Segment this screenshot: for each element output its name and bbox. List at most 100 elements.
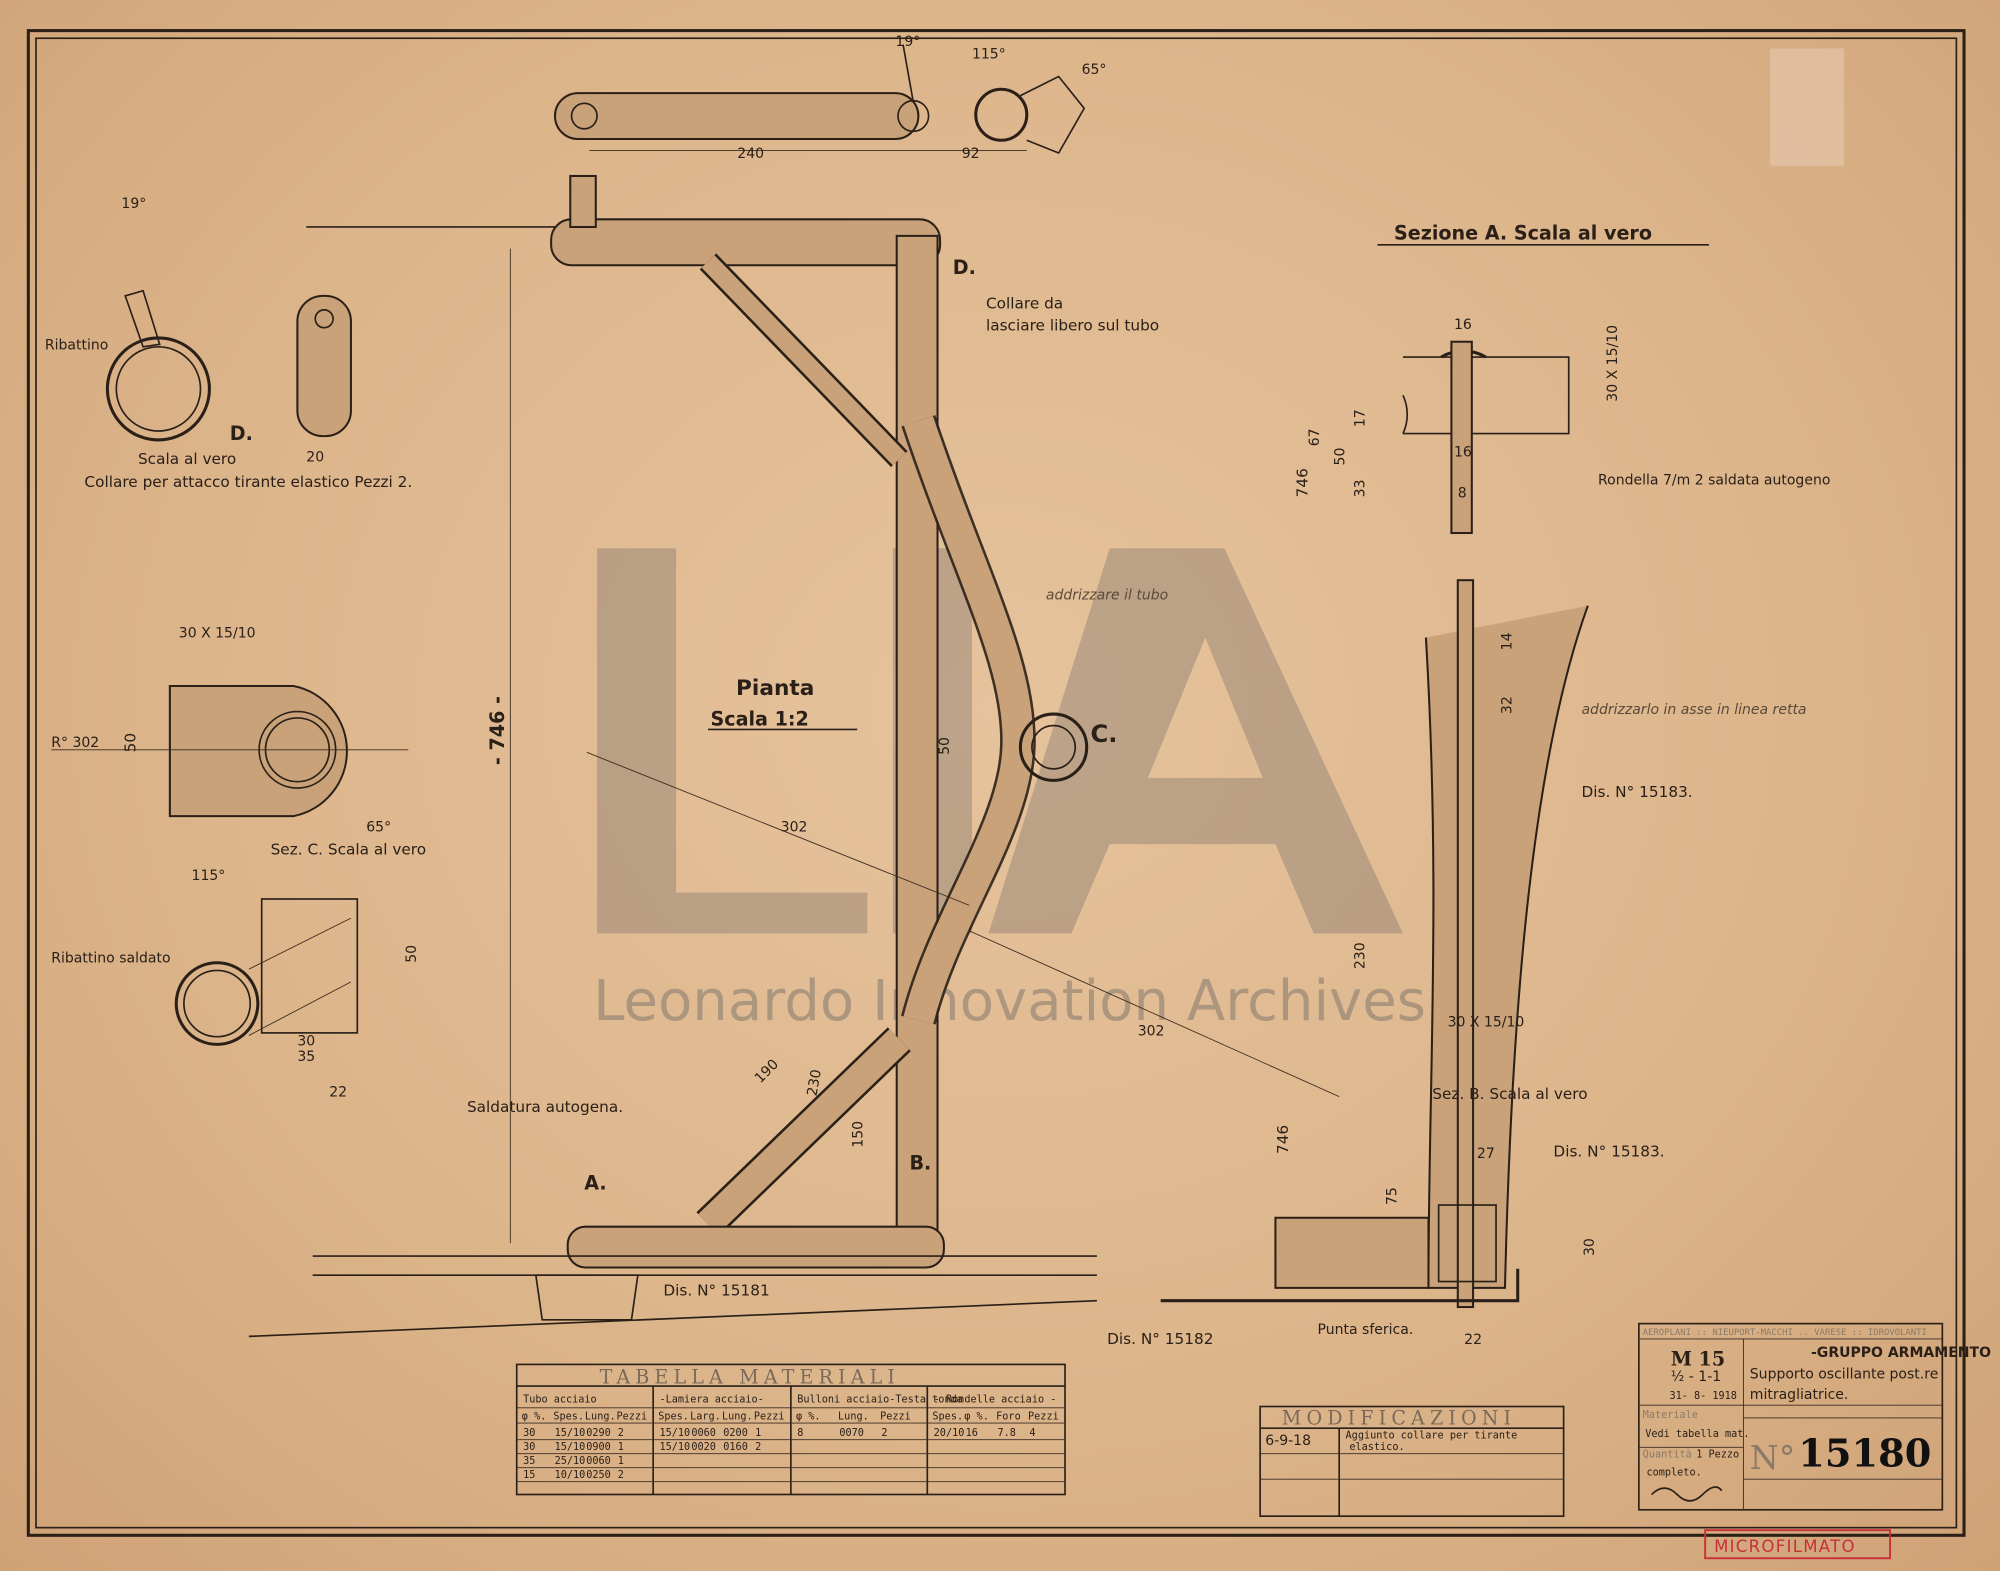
dim-33: 33 [1353, 479, 1369, 497]
table-group-header: Bulloni acciaio-Testa tonda [797, 1395, 963, 1406]
dim-746-main: - 746 - [486, 696, 509, 765]
angle-19-d: 19° [121, 196, 146, 212]
dim-92: 92 [962, 146, 980, 162]
dim-50-a: 50 [1332, 448, 1348, 466]
top-linkage: 240 92 19° 115° 65° [553, 34, 1106, 162]
sez-b-label: Sez. B. Scala al vero [1432, 1085, 1587, 1103]
table-cell: 15 [523, 1470, 535, 1481]
watermark-text: Leonardo Innovation Archives [593, 969, 1426, 1034]
detail-d-scale: Scala al vero [138, 450, 236, 468]
group-label: -GRUPPO ARMAMENTO [1811, 1345, 1991, 1361]
table-column-header: Spes. [553, 1411, 584, 1422]
table-cell: 0250 [586, 1470, 611, 1481]
quantity-2: completo. [1647, 1467, 1702, 1478]
drawing-number: 15180 [1798, 1431, 1931, 1476]
table-column-header: Lung. [838, 1411, 869, 1422]
material: Vedi tabella mat. [1645, 1429, 1749, 1440]
dim-302-a: 302 [781, 819, 808, 835]
collare-label: Collare da [986, 295, 1063, 313]
section-c: Sez. C. Scala al vero Ribattino saldato … [51, 819, 623, 1116]
dim-50-c: 50 [404, 945, 420, 963]
table-cell: 25/10 [555, 1456, 586, 1467]
table-column-header: Pezzi [616, 1411, 647, 1422]
sezione-a-label: Sezione A. Scala al vero [1394, 222, 1652, 245]
table-column-header: Lung. [585, 1411, 616, 1422]
quantity-label: Quantità [1643, 1449, 1692, 1461]
table-cell: 4 [1029, 1428, 1035, 1439]
material-label: Materiale [1643, 1410, 1698, 1421]
table-cell: 7.8 [997, 1428, 1015, 1439]
ribattino-saldato: Ribattino saldato [51, 951, 170, 967]
modification-text-2: elastico. [1349, 1442, 1404, 1453]
type-code: M 15 [1671, 1348, 1725, 1371]
date: 31- 8- 1918 [1669, 1391, 1736, 1402]
dim-20: 20 [306, 450, 324, 466]
table-cell: 2 [618, 1470, 624, 1481]
table-cell: 0060 [586, 1456, 611, 1467]
table-cell: 2 [618, 1428, 624, 1439]
table-group-header: -Lamiera acciaio- [660, 1395, 764, 1406]
dis-15182: Dis. N° 15182 [1107, 1330, 1213, 1348]
mark-d: D. [953, 256, 976, 279]
section-a: Sezione A. Scala al vero 16 16 8 67 50 3… [1293, 222, 1830, 535]
dim-240: 240 [737, 146, 764, 162]
description-2: mitragliatrice. [1750, 1387, 1849, 1403]
mark-a: A. [584, 1172, 606, 1195]
table-cell: 20/10 [934, 1428, 965, 1439]
table-column-header: Larg. [690, 1411, 721, 1422]
dim-22-b: 22 [1464, 1332, 1482, 1348]
modifications-table: MODIFICAZIONI 6-9-18 Aggiunto collare pe… [1259, 1405, 1565, 1517]
detail-d-mark: D. [230, 422, 253, 445]
dim-50-collar: 50 [121, 733, 139, 752]
angle-19: 19° [895, 34, 920, 50]
dim-8: 8 [1458, 485, 1467, 501]
modification-date: 6-9-18 [1265, 1433, 1311, 1449]
table-cell: 0200 [723, 1428, 748, 1439]
r302-label: R° 302 [51, 735, 99, 751]
table-group-header: - Rondelle acciaio - [934, 1395, 1057, 1406]
table-cell: 1 [755, 1428, 761, 1439]
table-column-header: Lung. [722, 1411, 753, 1422]
pencil-note-2: addrizzarlo in asse in linea retta [1581, 702, 1806, 718]
stamp-text: MICROFILMATO [1714, 1537, 1856, 1556]
table-cell: 15/10 [660, 1442, 691, 1453]
title-block-header: AEROPLANI :: NIEUPORT-MACCHI .. VARESE :… [1643, 1328, 1927, 1338]
signature [1651, 1486, 1723, 1502]
mark-c: C. [1091, 720, 1118, 748]
dim-746-a: 746 [1293, 468, 1311, 497]
table-cell: 30 [523, 1428, 535, 1439]
table-column-header: Pezzi [880, 1411, 911, 1422]
dis-15183-b: Dis. N° 15183. [1553, 1143, 1664, 1161]
mark-b: B. [909, 1151, 931, 1174]
dim-32: 32 [1499, 696, 1515, 714]
angle-115-c: 115° [192, 868, 226, 884]
dim-67: 67 [1307, 428, 1323, 446]
table-cell: 10/10 [555, 1470, 586, 1481]
collare-attacco: Collare per attacco tirante elastico Pez… [84, 473, 412, 491]
table-cell: 15/10 [660, 1428, 691, 1439]
table-cell: 35 [523, 1456, 535, 1467]
dis-15181: Dis. N° 15181 [663, 1282, 769, 1300]
table-cell: 0160 [723, 1442, 748, 1453]
main-frame: - 746 - 302 302 230 190 150 50 Pianta Sc… [248, 174, 1340, 1338]
dim-16-b: 16 [1454, 445, 1472, 461]
angle-115: 115° [972, 47, 1006, 63]
dim-75: 75 [1385, 1187, 1401, 1205]
dim-30-b: 30 [1582, 1238, 1598, 1256]
table-cell: 0290 [586, 1428, 611, 1439]
table-column-header: φ %. [522, 1411, 547, 1422]
tube-30-a: 30 X 15/10 [1605, 325, 1621, 402]
table-cell: 0060 [691, 1428, 716, 1439]
detail-d: Ribattino 19° D. Scala al vero Collare p… [45, 196, 412, 491]
dim-14: 14 [1499, 632, 1515, 650]
title-block: AEROPLANI :: NIEUPORT-MACCHI .. VARESE :… [1638, 1322, 1991, 1511]
dim-190: 190 [752, 1056, 782, 1086]
table-cell: 15/10 [555, 1428, 586, 1439]
table-cell: 2 [881, 1428, 887, 1439]
dim-150: 150 [850, 1121, 866, 1148]
dim-230-b: 230 [1353, 942, 1369, 969]
tube-30-label: 30 X 15/10 [179, 626, 256, 642]
saldatura-label: Saldatura autogena. [467, 1098, 623, 1116]
